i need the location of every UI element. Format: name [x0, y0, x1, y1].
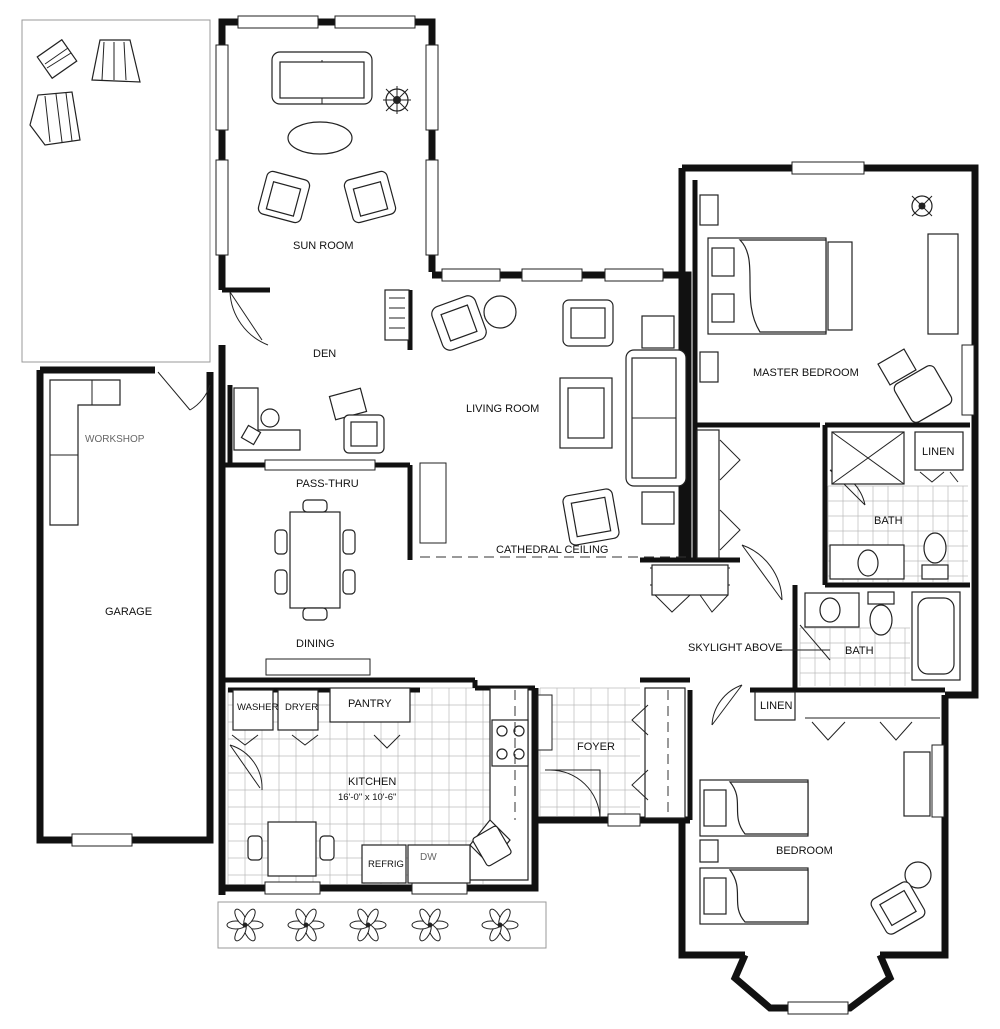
- armchair-icon: [877, 348, 953, 423]
- dresser-icon: [927, 233, 959, 335]
- nightstand-icon: [699, 194, 719, 226]
- label-sun-room: SUN ROOM: [293, 240, 354, 252]
- toilet-icon: [867, 591, 895, 636]
- washer-icon: [232, 689, 274, 731]
- label-washer: WASHER: [237, 702, 278, 713]
- label-cathedral-ceiling: CATHEDRAL CEILING: [496, 544, 608, 556]
- label-pantry: PANTRY: [348, 698, 392, 710]
- label-linen-top: LINEN: [922, 446, 954, 458]
- vanity-icon: [829, 544, 905, 580]
- label-bath-top: BATH: [874, 515, 903, 527]
- bathtub-icon: [911, 591, 961, 681]
- label-bath-bottom: BATH: [845, 645, 874, 657]
- label-living-room: LIVING ROOM: [466, 403, 539, 415]
- bed-icon: [699, 779, 809, 837]
- kitchen-counter-icon: [361, 687, 529, 884]
- linen-closet-icon: [754, 691, 796, 721]
- coffee-table-icon: [559, 377, 613, 449]
- label-kitchen-dims: 16'-0" x 10'-6": [338, 792, 396, 803]
- room-labels: SUN ROOM DEN LIVING ROOM MASTER BEDROOM …: [85, 240, 954, 870]
- patio-lounger-icon: [29, 91, 81, 146]
- shower-icon: [831, 431, 905, 485]
- armchair-icon: [562, 488, 620, 546]
- chair-icon: [342, 529, 356, 555]
- sofa-icon: [625, 349, 687, 487]
- plant-icon: [349, 908, 387, 942]
- plant-icon: [411, 908, 449, 942]
- label-garage: GARAGE: [105, 606, 152, 618]
- armchair-icon: [562, 299, 614, 347]
- kitchen-table-icon: [247, 821, 335, 877]
- label-skylight: SKYLIGHT ABOVE: [688, 642, 783, 654]
- end-table-icon: [641, 491, 675, 525]
- closet-icon: [696, 429, 741, 559]
- plant-icon: [481, 908, 519, 942]
- label-pass-thru: PASS-THRU: [296, 478, 359, 490]
- chair-icon: [302, 607, 328, 621]
- exterior-walls: [36, 18, 979, 1012]
- armchair-icon: [257, 170, 311, 224]
- plant-icon: [383, 86, 411, 114]
- end-table-icon: [641, 315, 675, 349]
- bookshelf-icon: [384, 289, 410, 341]
- patio-chair-icon: [36, 38, 78, 80]
- label-dw: DW: [420, 852, 437, 863]
- dryer-icon: [277, 689, 319, 731]
- label-master-bedroom: MASTER BEDROOM: [753, 367, 859, 379]
- coat-closet-icon: [631, 687, 686, 819]
- windows: [71, 15, 975, 1015]
- plant-icon: [226, 908, 264, 942]
- chair-icon: [302, 499, 328, 513]
- label-foyer: FOYER: [577, 741, 615, 753]
- side-table-icon: [483, 295, 517, 329]
- vanity-icon: [804, 592, 860, 628]
- armchair-icon: [870, 881, 926, 935]
- label-den: DEN: [313, 348, 336, 360]
- linen-closet-icon: [914, 431, 964, 483]
- bed-icon: [699, 867, 809, 925]
- label-bedroom: BEDROOM: [776, 845, 833, 857]
- toilet-icon: [921, 532, 949, 580]
- armchair-icon: [343, 170, 397, 224]
- plant-icon: [287, 908, 325, 942]
- label-workshop: WORKSHOP: [85, 434, 145, 445]
- nightstand-icon: [699, 839, 719, 863]
- planter-bed: [217, 901, 547, 949]
- armchair-icon: [328, 387, 385, 454]
- label-refrig: REFRIG: [368, 859, 404, 870]
- armchair-icon: [431, 295, 487, 351]
- sofa-icon: [271, 51, 373, 105]
- nightstand-icon: [699, 351, 719, 383]
- patio-lounger-icon: [91, 39, 141, 83]
- label-dryer: DRYER: [285, 702, 318, 713]
- pantry-icon: [329, 687, 411, 723]
- foyer-tile-floor: [539, 687, 640, 816]
- label-linen-bottom: LINEN: [760, 700, 792, 712]
- dresser-icon: [903, 751, 931, 817]
- desk-icon: [233, 387, 301, 451]
- workbench-icon: [49, 379, 121, 526]
- chair-icon: [274, 569, 288, 595]
- chair-icon: [274, 529, 288, 555]
- bath-tile-floor: [799, 627, 910, 686]
- dining-table-icon: [274, 499, 356, 621]
- side-table-icon: [904, 861, 932, 889]
- coffee-table-icon: [287, 121, 353, 155]
- patio: [21, 19, 211, 363]
- label-kitchen: KITCHEN: [348, 776, 396, 788]
- label-dining: DINING: [296, 638, 335, 650]
- bed-icon: [707, 237, 853, 335]
- chair-icon: [342, 569, 356, 595]
- plant-icon: [911, 195, 933, 217]
